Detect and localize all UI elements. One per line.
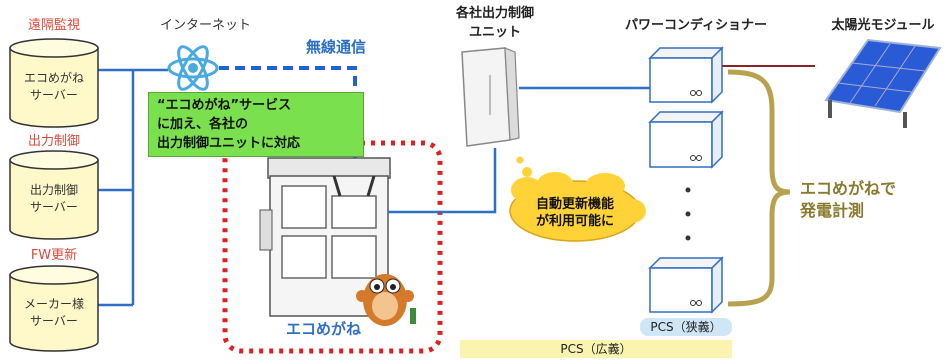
monkey-mascot-icon xyxy=(356,274,416,326)
unit-title-line-1: 各社出力制御 xyxy=(455,6,534,21)
server-cylinder-control xyxy=(9,150,99,240)
auto-update-text: 自動更新機能 が利用可能に xyxy=(520,196,630,230)
pcs-broad-label: PCS（広義） xyxy=(460,340,732,358)
measurement-label: エコめがねで 発電計測 xyxy=(800,178,896,222)
server-fw-line1: メーカー様 xyxy=(23,297,84,311)
unit-title-line-2: ユニット xyxy=(468,25,521,40)
server-cylinder-monitor xyxy=(9,38,99,128)
measure-line-2: 発電計測 xyxy=(800,201,865,220)
server-monitor-line2: サーバー xyxy=(30,88,78,102)
server-cylinder-fw xyxy=(9,265,99,352)
callout-line-2: に加え、各社の xyxy=(157,117,249,132)
server-fw-label: メーカー様 サーバー xyxy=(10,296,98,330)
service-callout: “エコめがね”サービス に加え、各社の 出力制御ユニットに対応 xyxy=(148,92,364,157)
output-control-unit-icon xyxy=(461,47,520,147)
server-connectors xyxy=(98,68,168,307)
server-category-monitor: 遠隔監視 xyxy=(27,18,80,33)
device-unit-wire xyxy=(388,148,497,214)
callout-line-3: 出力制御ユニットに対応 xyxy=(157,136,301,151)
server-control-label: 出力制御 サーバー xyxy=(10,182,98,216)
server-control-line2: サーバー xyxy=(30,200,78,214)
server-monitor-label: エコめがね サーバー xyxy=(10,70,98,104)
solar-panel-icon xyxy=(824,38,942,128)
internet-label: インターネット xyxy=(160,18,252,33)
pcs-unit-3-icon xyxy=(648,256,724,314)
server-fw-line2: サーバー xyxy=(30,314,78,328)
pcs-narrow-label: PCS（狭義） xyxy=(640,318,732,336)
pcs-header: パワーコンディショナー xyxy=(624,18,768,33)
server-monitor-line1: エコめがね xyxy=(23,71,84,85)
solar-header: 太陽光モジュール xyxy=(831,18,935,33)
bubble-line-2: が利用可能に xyxy=(535,214,614,229)
pcs-ellipsis-dots xyxy=(685,187,691,241)
output-control-unit-title: 各社出力制御 ユニット xyxy=(440,2,550,40)
bubble-line-1: 自動更新機能 xyxy=(535,197,614,212)
callout-line-1: “エコめがね”サービス xyxy=(157,98,292,113)
measure-line-1: エコめがねで xyxy=(800,179,897,198)
internet-icon xyxy=(167,45,219,91)
auto-update-bubble xyxy=(509,156,646,242)
wireless-label: 無線通信 xyxy=(306,38,367,56)
pcs-unit-1-icon xyxy=(648,46,724,104)
measurement-brace xyxy=(727,69,791,307)
server-control-line1: 出力制御 xyxy=(29,183,78,197)
eco-megane-label: エコめがね xyxy=(286,320,362,338)
server-category-control: 出力制御 xyxy=(27,134,80,149)
wireless-dashed-line xyxy=(219,66,357,192)
pcs-unit-2-icon xyxy=(648,110,724,169)
server-category-fw: FW更新 xyxy=(30,248,78,263)
eco-megane-device-icon xyxy=(259,157,391,317)
